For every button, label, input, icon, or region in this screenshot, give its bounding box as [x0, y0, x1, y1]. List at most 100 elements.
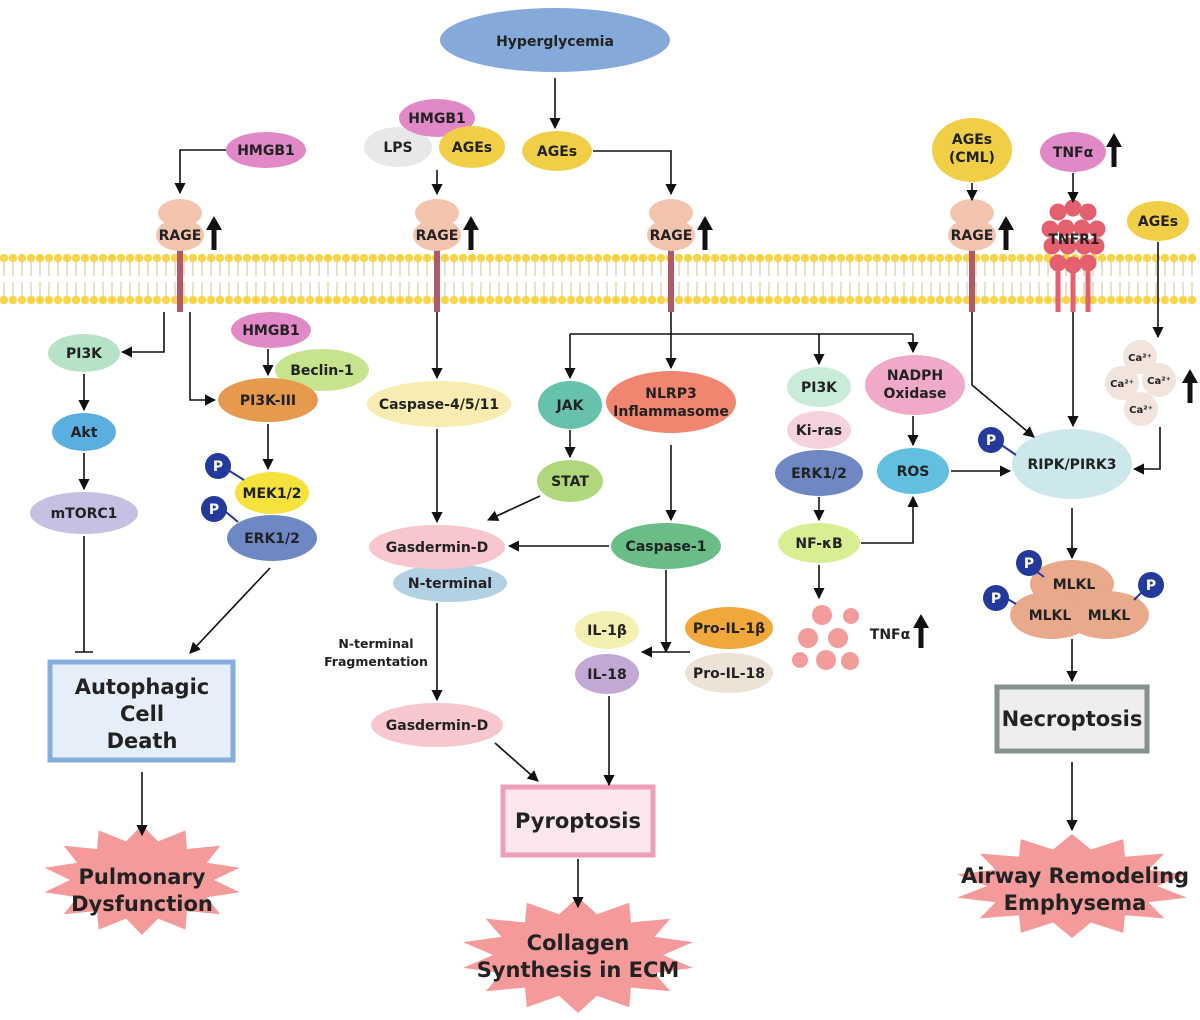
lipid-head [512, 295, 522, 305]
lipid-head [782, 253, 792, 263]
ages-cml-node: AGEs (CML) [932, 118, 1012, 182]
gasdermin-d-node: Gasdermin-D [369, 525, 505, 569]
nadph-line-1: NADPH [887, 368, 943, 384]
akt-node: Akt [52, 413, 116, 451]
lipid-head [386, 295, 396, 305]
rage-label: RAGE [416, 228, 459, 244]
lipid-head [404, 253, 414, 263]
calcium-label-3: Ca²⁺ [1147, 376, 1171, 387]
lipid-head [980, 295, 990, 305]
lipid-head [1160, 253, 1170, 263]
starburst-shape [463, 897, 693, 1013]
lipid-head [602, 253, 612, 263]
pro-il-18-node: Pro-IL-18 [685, 653, 773, 693]
lipid-head [1106, 253, 1116, 263]
lipid-head [647, 253, 657, 263]
lipid-head [278, 295, 288, 305]
hmgb1-mid-left-node: HMGB1 [231, 312, 311, 348]
lipid-head [62, 295, 72, 305]
lipid-head [872, 253, 882, 263]
lipid-head [26, 295, 36, 305]
lipid-head [116, 253, 126, 263]
caspase-4-5-11-label: Caspase-4/5/11 [379, 397, 499, 413]
phospho-label-mlkl-right: P [1146, 578, 1156, 594]
lipid-head [296, 253, 306, 263]
up-arrow-shaft [211, 228, 217, 250]
lipid-head [323, 253, 333, 263]
pro-il-1b-node: Pro-IL-1β [685, 607, 773, 649]
rage-domain-bottom [647, 219, 695, 251]
lipid-head [215, 295, 225, 305]
tnfr1-receptor: TNFR1 [1041, 199, 1106, 312]
lipid-head [197, 253, 207, 263]
lipid-head [341, 253, 351, 263]
pyroptosis-box: Pyroptosis [500, 784, 656, 858]
rage-receptor-center: RAGE [413, 199, 479, 312]
rage-label: RAGE [650, 228, 693, 244]
lipid-head [323, 295, 333, 305]
lipid-head [206, 253, 216, 263]
tnfr1-stem [1055, 270, 1061, 312]
beclin-node: Beclin-1 [275, 349, 369, 391]
lipid-head [1016, 253, 1026, 263]
lipid-head [8, 253, 18, 263]
up-arrow-shaft [918, 626, 924, 648]
lipid-head [1124, 253, 1134, 263]
lipid-head [674, 253, 684, 263]
lipid-head [287, 253, 297, 263]
pathway-arrows [75, 78, 1164, 909]
lipid-head [1097, 295, 1107, 305]
lipid-head [1160, 295, 1170, 305]
autophagic-line-2: Cell [120, 702, 164, 726]
lipid-head [287, 295, 297, 305]
ages-right-node: AGEs [1127, 201, 1189, 241]
lipid-head [638, 295, 648, 305]
lipid-head [314, 253, 324, 263]
pi3k-mid-node: PI3K [787, 367, 851, 407]
lipid-head [881, 253, 891, 263]
lipid-head [647, 295, 657, 305]
autophagic-cell-death-box: Autophagic Cell Death [47, 659, 236, 763]
lipid-head [719, 295, 729, 305]
lipid-head [827, 295, 837, 305]
tnfr1-domain [1064, 256, 1082, 274]
lipid-head [926, 295, 936, 305]
up-arrow-shaft [1111, 145, 1117, 167]
lipid-head [1025, 253, 1035, 263]
lipid-head [197, 295, 207, 305]
lipid-head [953, 253, 963, 263]
calcium-label-4: Ca²⁺ [1129, 405, 1153, 416]
lipid-head [476, 295, 486, 305]
ripk-pirk3-node: RIPK/PIRK3 [1012, 429, 1132, 499]
ages-top-node: AGEs [522, 131, 592, 171]
mlkl-label-right: MLKL [1088, 608, 1131, 624]
lipid-head [719, 253, 729, 263]
lipid-head [530, 253, 540, 263]
lipid-head [1025, 295, 1035, 305]
lipid-head [134, 295, 144, 305]
lipid-head [395, 295, 405, 305]
tnfr1-domain [1088, 220, 1106, 238]
up-arrow-head [998, 216, 1014, 230]
rage-domain-top [415, 199, 459, 227]
lipid-head [1088, 295, 1098, 305]
lipid-head [998, 253, 1008, 263]
ripk-pirk3-label: RIPK/PIRK3 [1027, 457, 1116, 473]
beclin-label: Beclin-1 [290, 363, 354, 379]
lipid-head [143, 295, 153, 305]
lipid-head [845, 295, 855, 305]
lipid-head [701, 253, 711, 263]
lipid-head [1016, 295, 1026, 305]
phospho-badge-ripk: P [978, 427, 1017, 456]
lipid-head [791, 295, 801, 305]
pi3k-iii-node: PI3K-III [218, 378, 318, 422]
lipid-head [251, 295, 261, 305]
lipid-head [161, 295, 171, 305]
up-arrow-shaft [1187, 381, 1193, 403]
lipid-head [1178, 253, 1188, 263]
tnfa-right-node: TNFα [1040, 132, 1106, 172]
lipid-head [818, 295, 828, 305]
lipid-head [1187, 295, 1197, 305]
lipid-head [260, 295, 270, 305]
erk-mid-node: ERK1/2 [775, 450, 863, 496]
